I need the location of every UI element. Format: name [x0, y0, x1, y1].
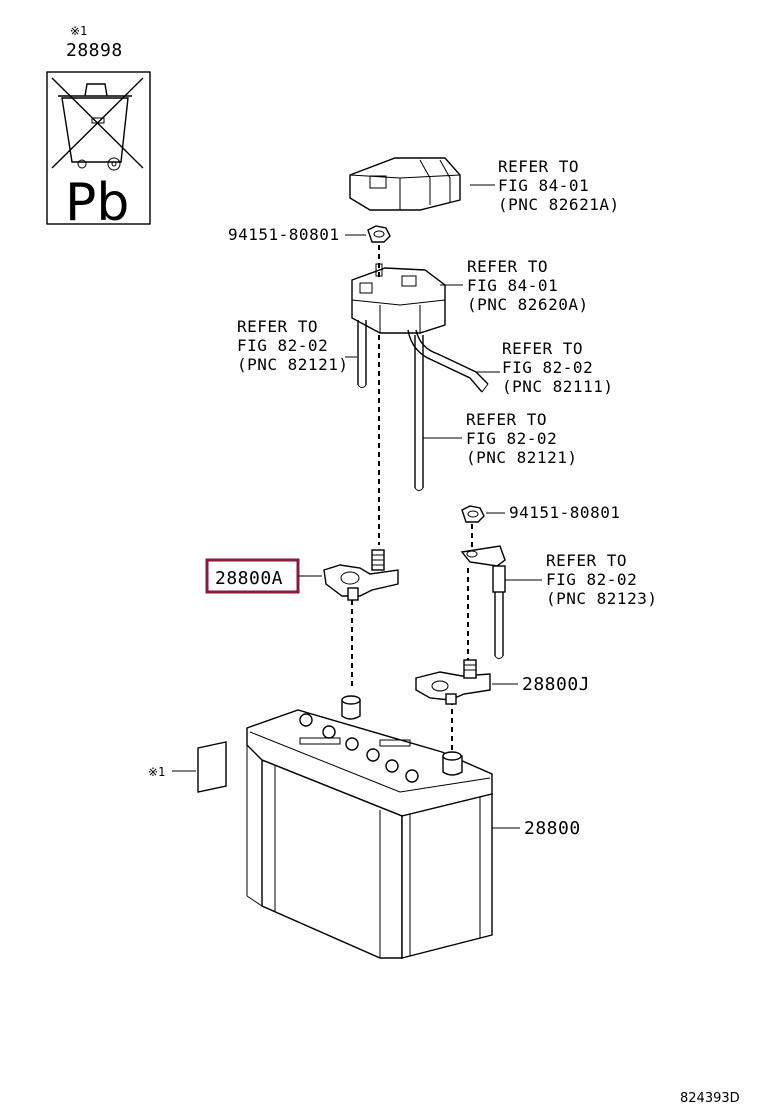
recycle-symbol-frame — [46, 71, 151, 225]
callout-label-mark: ※1 — [148, 765, 165, 779]
negative-cable-part — [460, 545, 506, 659]
callout-positive-cable-line1: REFER TO — [502, 339, 583, 358]
callout-positive-cable-line2: FIG 82-02 — [502, 358, 593, 377]
callout-terminal-cover-line1: REFER TO — [498, 157, 579, 176]
callout-terminal-cover-line2: FIG 84-01 — [498, 176, 589, 195]
recycle-part-number: 28898 — [66, 40, 123, 61]
positive-clamp-part — [323, 549, 399, 601]
callout-positive-cable: REFER TO FIG 82-02 (PNC 82111) — [502, 339, 613, 396]
callout-mid-cable-line3: (PNC 82121) — [466, 448, 577, 467]
callout-negative-cable-line3: (PNC 82123) — [546, 589, 657, 608]
callout-fuse-block: REFER TO FIG 84-01 (PNC 82620A) — [467, 257, 589, 314]
callout-negative-cable-line1: REFER TO — [546, 551, 627, 570]
negative-clamp-part — [415, 659, 491, 705]
callout-fuse-block-line3: (PNC 82620A) — [467, 295, 589, 314]
callout-left-cable-line2: FIG 82-02 — [237, 336, 328, 355]
label-sticker-part — [197, 741, 227, 793]
vent-caps — [299, 713, 419, 783]
callout-left-cable-line1: REFER TO — [237, 317, 318, 336]
terminal-cover-part — [349, 157, 461, 211]
mid-cable-part — [414, 335, 424, 491]
hex-nut-right-icon — [461, 505, 485, 523]
battery-part — [246, 695, 493, 959]
figure-code: 824393D — [680, 1091, 740, 1106]
callout-fuse-block-line1: REFER TO — [467, 257, 548, 276]
hex-nut-icon — [367, 225, 391, 243]
callout-terminal-cover-line3: (PNC 82621A) — [498, 195, 620, 214]
recycle-note: ※1 28898 Pb — [46, 24, 151, 233]
crossed-bin-icon — [51, 77, 144, 171]
callout-top-nut: 94151-80801 — [228, 225, 339, 244]
callout-negative-clamp: 28800J — [522, 674, 590, 695]
callout-negative-cable-line2: FIG 82-02 — [546, 570, 637, 589]
recycle-mark: ※1 — [70, 24, 87, 38]
positive-cable-part — [407, 329, 489, 393]
callout-terminal-cover: REFER TO FIG 84-01 (PNC 82621A) — [498, 157, 620, 214]
callout-mid-cable: REFER TO FIG 82-02 (PNC 82121) — [466, 410, 577, 467]
callout-left-cable: REFER TO FIG 82-02 (PNC 82121) — [237, 317, 348, 374]
callout-left-cable-line3: (PNC 82121) — [237, 355, 348, 374]
fuse-block-part — [351, 263, 446, 334]
callout-right-nut: 94151-80801 — [509, 503, 620, 522]
callout-negative-cable: REFER TO FIG 82-02 (PNC 82123) — [546, 551, 657, 608]
left-cable-stub — [357, 320, 367, 388]
callout-mid-cable-line1: REFER TO — [466, 410, 547, 429]
callout-positive-clamp: 28800A — [215, 568, 283, 589]
callout-mid-cable-line2: FIG 82-02 — [466, 429, 557, 448]
callout-positive-cable-line3: (PNC 82111) — [502, 377, 613, 396]
callout-fuse-block-line2: FIG 84-01 — [467, 276, 558, 295]
callout-battery: 28800 — [524, 818, 581, 839]
lead-symbol: Pb — [65, 173, 129, 233]
